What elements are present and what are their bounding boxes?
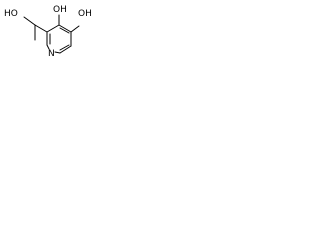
bond-c2-ch: [34, 24, 48, 33]
bond-c2-c3: [46, 24, 60, 33]
hydroxyl-3-label: OH: [53, 5, 67, 15]
bond-c5-c6: [59, 45, 72, 54]
molecule-structure: HO OH OH N: [4, 5, 92, 59]
bond-c3-c4-inner: [59, 27, 70, 34]
bond-n1-c2: [46, 44, 50, 50]
ring-nitrogen-label: N: [48, 49, 55, 59]
bond-c3-c4: [58, 24, 72, 33]
bond-c4-oh: [70, 25, 80, 33]
bond-c5-c6-inner: [59, 44, 70, 51]
bond-c6-n1: [54, 51, 61, 54]
hydroxyl-ethyl-label: HO: [4, 9, 18, 19]
bond-ch-ho: [23, 16, 36, 26]
hydroxyl-4-label: OH: [78, 9, 92, 19]
